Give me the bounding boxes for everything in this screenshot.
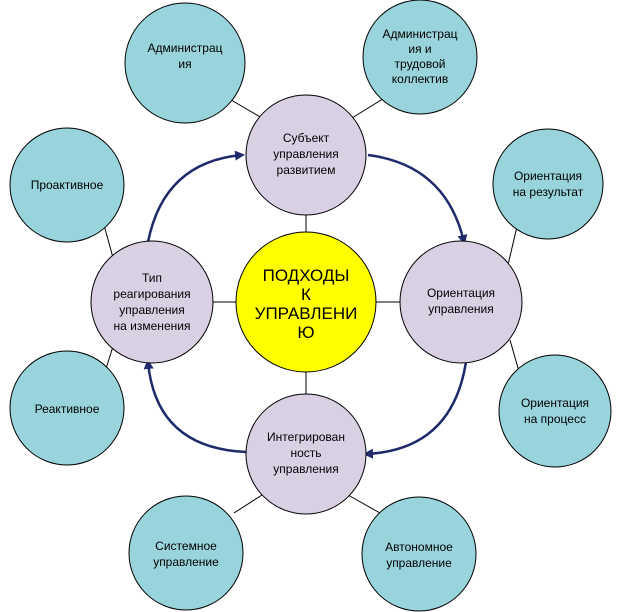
hub-label-line: управления bbox=[119, 303, 184, 317]
leaf-label-line: Ориентация bbox=[514, 169, 582, 183]
leaf-label-line: на результат bbox=[513, 185, 584, 199]
leaf-left-top: Проактивное bbox=[9, 127, 125, 243]
leaf-right-bottom: Ориентация на процесс bbox=[498, 354, 612, 468]
hub-bottom: Интегрирован ность управления bbox=[245, 393, 367, 515]
hub-label-line: ность bbox=[290, 446, 321, 460]
leaf-left-bottom: Реактивное bbox=[9, 350, 125, 466]
hub-circle bbox=[245, 393, 367, 515]
arrow-right-to-bottom bbox=[363, 361, 468, 459]
cycle-arrows bbox=[143, 150, 468, 459]
center-label-line: К bbox=[301, 285, 311, 304]
hub-label-line: развитием bbox=[277, 163, 336, 177]
leaf-circle bbox=[9, 127, 125, 243]
leaf-circle bbox=[9, 350, 125, 466]
center-label-line: Ю bbox=[297, 323, 314, 342]
leaf-label-line: Администрац bbox=[382, 27, 457, 41]
hub-label-line: Тип bbox=[142, 271, 162, 285]
hub-label-line: управления bbox=[428, 302, 493, 316]
leaf-label-line: Реактивное bbox=[35, 402, 100, 416]
leaf-circle bbox=[498, 354, 612, 468]
arrow-top-to-right bbox=[367, 153, 468, 245]
arrow-left-to-top bbox=[146, 150, 245, 243]
hub-left: Тип реагирования управления на изменения bbox=[90, 240, 214, 364]
leaf-circle bbox=[492, 128, 604, 240]
leaf-circle bbox=[128, 495, 244, 611]
leaf-top-right: Администрац ия и трудовой коллектив bbox=[362, 0, 478, 115]
leaf-right-top: Ориентация на результат bbox=[492, 128, 604, 240]
leaf-label-line: управление bbox=[153, 555, 219, 569]
hub-label-line: Интегрирован bbox=[267, 430, 345, 444]
hub-circle bbox=[90, 240, 214, 364]
connector-bottom-left bbox=[233, 494, 263, 514]
hub-label-line: управления bbox=[273, 462, 338, 476]
connector-bottom-right bbox=[347, 494, 381, 514]
leaf-bottom-left: Системное управление bbox=[128, 495, 244, 611]
leaf-label-line: Проактивное bbox=[31, 178, 104, 192]
leaf-label-line: ия bbox=[178, 57, 191, 71]
leaf-label-line: Автономное bbox=[385, 540, 453, 554]
leaf-label-line: коллектив bbox=[392, 72, 448, 86]
hub-circle bbox=[399, 240, 523, 364]
leaf-label-line: Ориентация bbox=[521, 396, 589, 410]
leaf-label-line: управление bbox=[386, 556, 452, 570]
center-label-line: ПОДХОДЫ bbox=[263, 266, 350, 285]
leaf-label-line: Администрац bbox=[147, 41, 222, 55]
leaf-label-line: трудовой bbox=[395, 57, 446, 71]
center-label-line: УПРАВЛЕНИ bbox=[255, 304, 358, 323]
center-node: ПОДХОДЫ К УПРАВЛЕНИ Ю bbox=[235, 231, 377, 373]
leaf-label-line: на процесс bbox=[524, 412, 586, 426]
hub-top: Субъект управления развитием bbox=[245, 94, 367, 216]
leaf-top-left: Администрац ия bbox=[124, 2, 246, 124]
leaf-bottom-right: Автономное управление bbox=[361, 496, 477, 612]
leaf-circle bbox=[362, 0, 478, 115]
hub-label-line: на изменения bbox=[114, 319, 191, 333]
leaf-label-line: ия и bbox=[408, 42, 431, 56]
arrow-bottom-to-left bbox=[143, 359, 247, 454]
hub-circle bbox=[245, 94, 367, 216]
hub-label-line: Субъект bbox=[283, 131, 330, 145]
connector-top-right bbox=[351, 96, 387, 119]
leaf-circle bbox=[124, 2, 246, 124]
hub-label-line: реагирования bbox=[113, 287, 190, 301]
center-circle bbox=[235, 231, 377, 373]
hub-label-line: Ориентация bbox=[427, 286, 495, 300]
leaf-circle bbox=[361, 496, 477, 612]
leaf-label-line: Системное bbox=[155, 539, 217, 553]
hub-label-line: управления bbox=[273, 147, 338, 161]
hub-right: Ориентация управления bbox=[399, 240, 523, 364]
